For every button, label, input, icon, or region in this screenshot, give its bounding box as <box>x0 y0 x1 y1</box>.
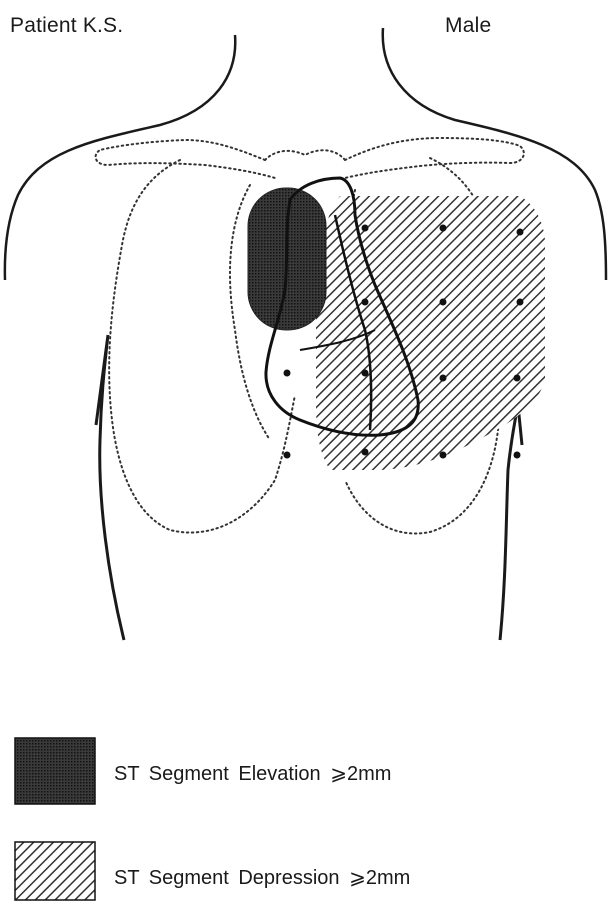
depression-label: ST Segment Depression ⩾2mm <box>114 865 410 890</box>
elevation-label: ST Segment Elevation ⩾2mm <box>114 761 391 786</box>
left-flank-arrow <box>96 335 124 640</box>
right-clavicle <box>345 138 524 178</box>
chest-diagram <box>0 0 608 660</box>
legend-depression: ST Segment Depression ⩾2mm <box>14 841 594 913</box>
right-flank-arrow <box>500 405 522 640</box>
sternal-notch <box>265 150 345 160</box>
body-outline-left <box>5 35 235 280</box>
legend-elevation: ST Segment Elevation ⩾2mm <box>14 737 594 809</box>
elevation-swatch <box>14 737 96 805</box>
st-depression-region <box>316 196 545 470</box>
left-clavicle <box>96 140 275 178</box>
depression-swatch <box>14 841 96 909</box>
